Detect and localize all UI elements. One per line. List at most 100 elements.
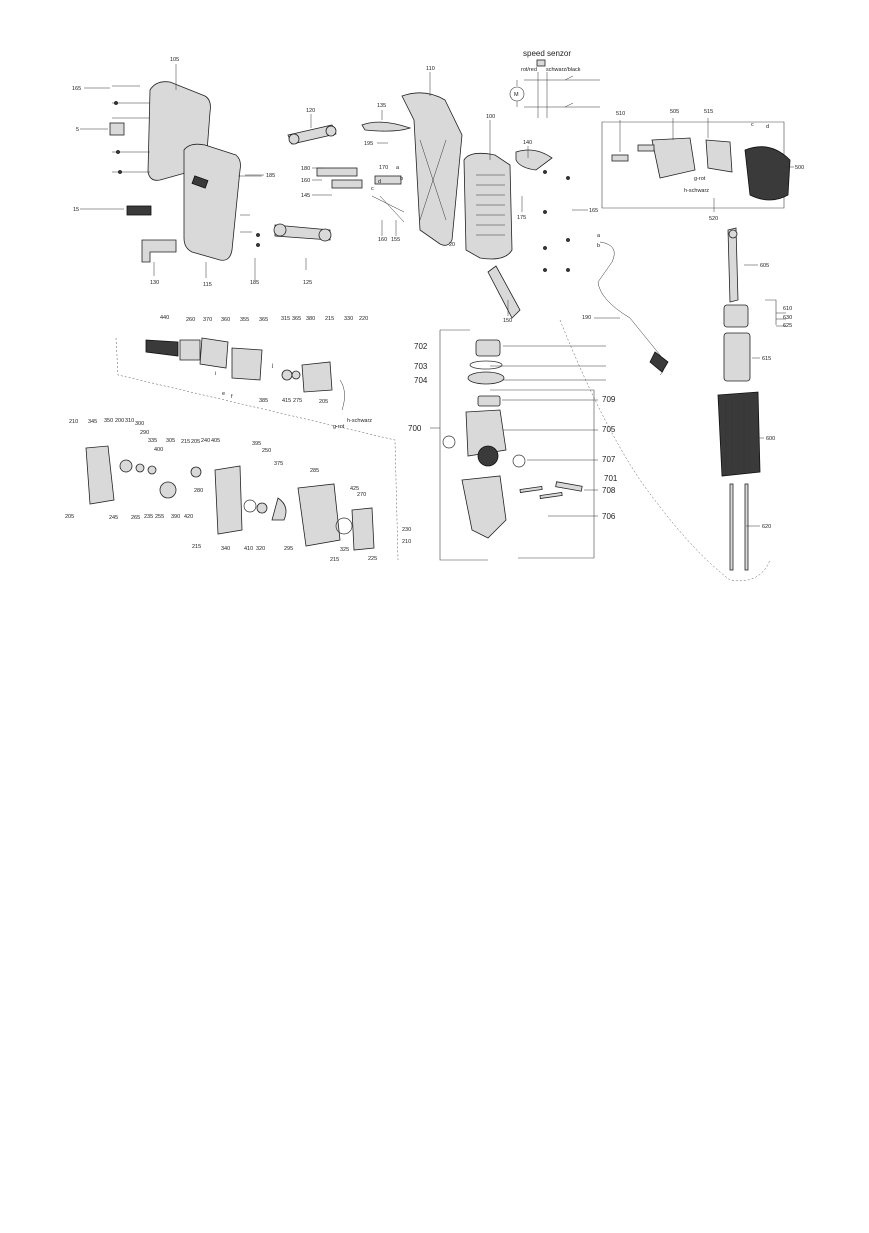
wire-h-schwarz-a: h-schwarz	[684, 188, 709, 194]
label-701: 701	[604, 474, 618, 483]
screw	[118, 170, 122, 174]
label-505: 505	[670, 109, 679, 115]
label-380: 380	[306, 316, 315, 322]
sensor-title: speed senzor	[523, 49, 571, 58]
label-425: 425	[350, 486, 359, 492]
armature-440	[145, 339, 179, 357]
label-100: 100	[486, 114, 495, 120]
handle-120-end	[288, 133, 300, 145]
cover-bracing	[419, 139, 447, 221]
rod-620	[729, 483, 734, 571]
spindle-leader-lines	[430, 345, 606, 517]
brand-logo	[191, 175, 209, 189]
cap-702	[475, 339, 501, 357]
label-180: 180	[301, 166, 310, 172]
bearing-350	[119, 459, 133, 473]
label-707: 707	[602, 455, 616, 464]
pin-708	[555, 481, 583, 492]
label-355: 355	[240, 317, 249, 323]
label-390: 390	[171, 514, 180, 520]
letter-j: j	[271, 363, 273, 369]
electronics-box	[601, 121, 791, 209]
label-165: 165	[72, 86, 81, 92]
label-235: 235	[144, 514, 153, 520]
label-105: 105	[170, 57, 179, 63]
label-205-a: 205	[319, 399, 328, 405]
label-700: 700	[408, 424, 422, 433]
label-175: 175	[517, 215, 526, 221]
label-375: 375	[274, 461, 283, 467]
switch-145	[331, 179, 363, 189]
pin-706a	[519, 486, 543, 493]
label-295: 295	[284, 546, 293, 552]
screw	[116, 150, 120, 154]
label-135: 135	[377, 103, 386, 109]
label-335: 335	[148, 438, 157, 444]
label-330: 330	[344, 316, 353, 322]
sensor-wire-black: schwarz/black	[546, 67, 581, 73]
label-185-b: 185	[250, 280, 259, 286]
gear-405	[190, 466, 202, 478]
armature-260	[179, 339, 201, 361]
label-215-c: 215	[192, 544, 201, 550]
label-120: 120	[306, 108, 315, 114]
trigger-170	[374, 175, 402, 185]
power-plug	[649, 351, 669, 373]
bearing-415	[281, 369, 293, 381]
label-190: 190	[582, 315, 591, 321]
label-365-b: 365	[292, 316, 301, 322]
coupling-610	[723, 304, 749, 328]
screw	[543, 170, 547, 174]
label-165-b: 165	[589, 208, 598, 214]
label-705: 705	[602, 425, 616, 434]
label-345: 345	[88, 419, 97, 425]
label-703: 703	[414, 362, 428, 371]
screw-510	[611, 154, 629, 162]
callout-leaders	[80, 64, 794, 527]
grip-sleeve-600	[717, 391, 761, 477]
handle-parts	[273, 121, 412, 242]
screw	[543, 246, 547, 250]
assembly-bracket-701	[490, 389, 595, 559]
label-210-b: 210	[402, 539, 411, 545]
wire-g-rot-b: g-rot	[333, 424, 345, 430]
housing-screw-lines	[112, 85, 262, 233]
letter-f: f	[231, 394, 233, 400]
label-420: 420	[184, 514, 193, 520]
label-702: 702	[414, 342, 428, 351]
motor-row	[115, 337, 399, 561]
label-115: 115	[203, 282, 212, 288]
label-605: 605	[760, 263, 769, 269]
label-250: 250	[262, 448, 271, 454]
switch-cover-15	[126, 205, 152, 216]
wire-g-rot-a: g-rot	[694, 176, 706, 182]
label-140: 140	[523, 140, 532, 146]
bearing-709	[477, 395, 501, 407]
label-315: 315	[281, 316, 290, 322]
label-410: 410	[244, 546, 253, 552]
label-160-a: 160	[301, 178, 310, 184]
label-625: 625	[783, 323, 792, 329]
label-220: 220	[359, 316, 368, 322]
label-160-b: 160	[378, 237, 387, 243]
rod-605	[727, 227, 739, 303]
screw	[566, 238, 570, 242]
letter-a2: a	[597, 233, 601, 239]
washer-707	[512, 454, 526, 468]
letter-d2: d	[766, 124, 769, 130]
screw	[114, 101, 118, 105]
housing-half-115	[183, 143, 241, 261]
rod-605-head	[728, 229, 738, 239]
label-350: 350	[104, 418, 113, 424]
label-270: 270	[357, 492, 366, 498]
label-709: 709	[602, 395, 616, 404]
gear-case-340	[214, 465, 243, 535]
handle-125-end	[273, 223, 287, 237]
label-20: 20	[449, 242, 455, 248]
label-200: 200	[115, 418, 124, 424]
electronics-frame	[601, 121, 785, 209]
handle-125-end	[318, 228, 332, 242]
seal-325	[335, 517, 353, 535]
label-280: 280	[194, 488, 203, 494]
